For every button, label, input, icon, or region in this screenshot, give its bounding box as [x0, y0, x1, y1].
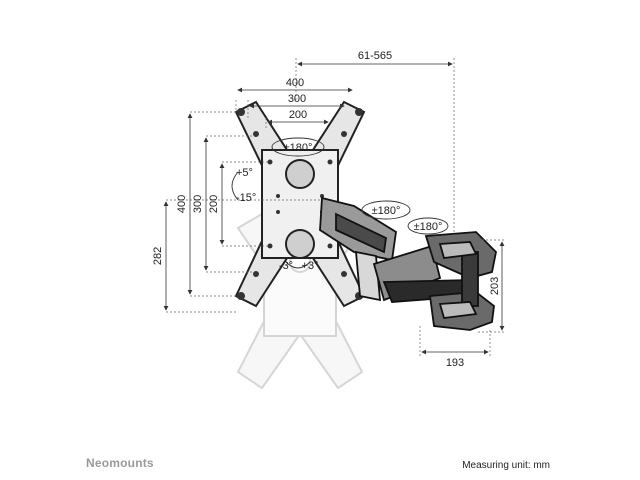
level-plus-label: +3°: [302, 260, 319, 272]
measuring-unit-note: Measuring unit: mm: [462, 460, 550, 471]
swivel-wall-label: ±180°: [414, 221, 443, 233]
height-400-label: 400: [176, 195, 188, 213]
reach-label: 61-565: [358, 50, 392, 62]
arm-height-label: 203: [489, 277, 501, 295]
tilt-up-label: +5°: [236, 167, 253, 179]
height-282-label: 282: [152, 247, 164, 265]
arm-depth-label: 193: [446, 357, 464, 369]
width-300-label: 300: [288, 93, 306, 105]
rotation-arcs: [231, 137, 449, 269]
swivel-mid-label: ±180°: [372, 205, 401, 217]
brand-logo: Neomounts: [86, 456, 154, 470]
vesa-plate: [234, 100, 366, 308]
width-400-label: 400: [286, 77, 304, 89]
width-200-label: 200: [289, 109, 307, 121]
level-minus-label: -3°: [279, 260, 293, 272]
tilt-down-label: -15°: [236, 192, 256, 204]
wall-plate: [424, 231, 497, 331]
dimension-lines: [163, 61, 505, 355]
height-300-label: 300: [192, 195, 204, 213]
swivel-top-label: ±180°: [284, 142, 313, 154]
height-200-label: 200: [208, 195, 220, 213]
